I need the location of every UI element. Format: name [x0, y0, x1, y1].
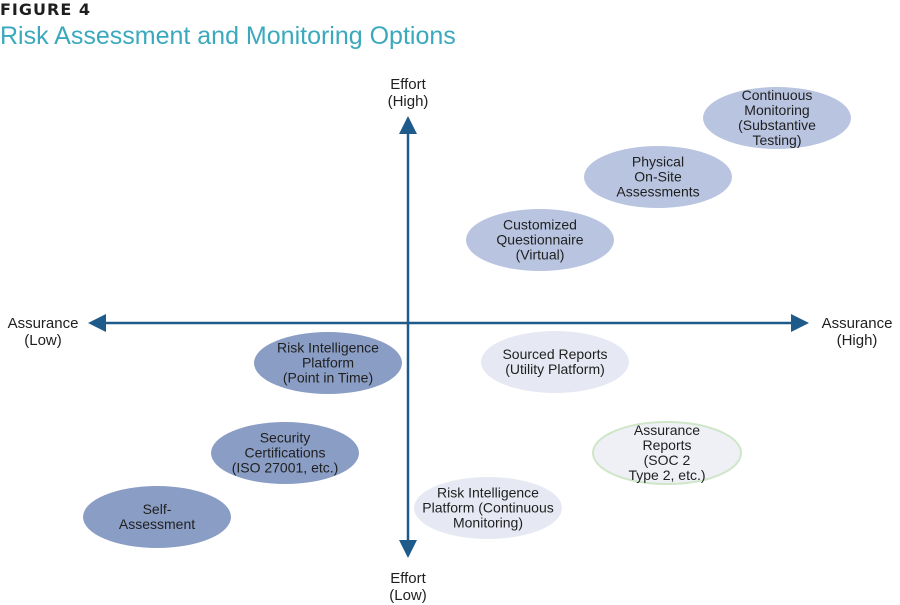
figure-title: Risk Assessment and Monitoring Options: [0, 22, 456, 50]
option-sourced-reports-label: Sourced Reports(Utility Platform): [502, 346, 608, 377]
option-assurance-reports-ellipse: [592, 421, 742, 485]
axes: [88, 116, 809, 558]
axis-label-left: Assurance(Low): [7, 315, 79, 349]
option-risk-intelligence-point-in-time-ellipse: [254, 332, 402, 394]
arrow-up-icon: [399, 116, 417, 134]
option-risk-intelligence-continuous-ellipse: [414, 477, 562, 539]
option-sourced-reports-ellipse: [481, 331, 629, 393]
arrow-down-icon: [399, 540, 417, 558]
arrow-right-icon: [791, 314, 809, 332]
arrow-left-icon: [88, 314, 106, 332]
option-self-assessment-ellipse: [83, 486, 231, 548]
figure-label: FIGURE 4: [0, 0, 91, 19]
option-self-assessment-label: Self-Assessment: [118, 501, 196, 532]
axis-label-right: Assurance(High): [821, 315, 893, 349]
option-customized-questionnaire-ellipse: [466, 209, 614, 271]
axis-label-top: Effort(High): [387, 76, 429, 110]
option-physical-on-site-assessments-ellipse: [584, 146, 732, 208]
option-ellipses: [83, 87, 851, 548]
axis-label-bottom: Effort(Low): [389, 570, 427, 604]
option-continuous-monitoring-ellipse: [703, 87, 851, 149]
option-security-certifications-ellipse: [211, 422, 359, 484]
